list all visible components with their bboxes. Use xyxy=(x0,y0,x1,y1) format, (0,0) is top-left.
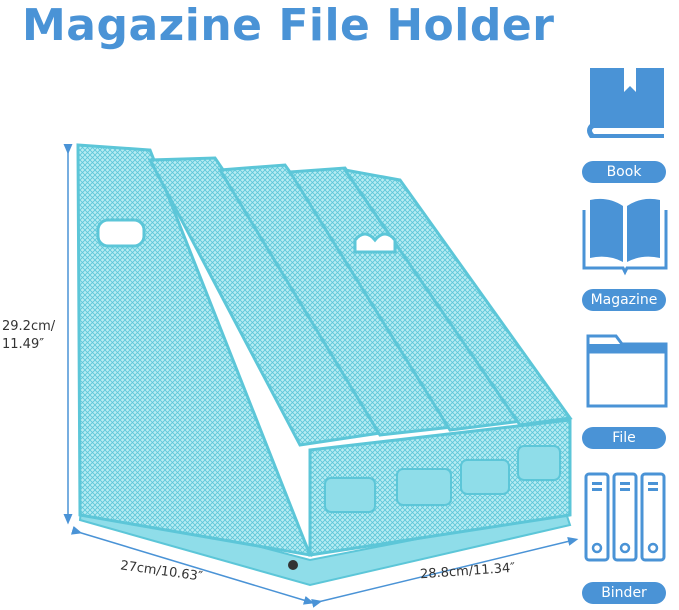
magazine-label: Magazine xyxy=(582,289,666,311)
binder-label: Binder xyxy=(582,582,666,604)
file-holder-illustration xyxy=(63,143,579,608)
folder-icon xyxy=(586,334,668,408)
width-dimension-line xyxy=(311,537,579,608)
book-icon xyxy=(587,68,664,138)
depth-dimension-line xyxy=(70,525,315,605)
page-title: Magazine File Holder xyxy=(22,0,555,51)
file-label: File xyxy=(582,427,666,449)
height-dimension-label: 29.2cm/ 11.49″ xyxy=(2,319,56,352)
open-book-icon xyxy=(582,198,668,276)
book-label: Book xyxy=(582,161,666,183)
binder-icon xyxy=(584,472,666,562)
